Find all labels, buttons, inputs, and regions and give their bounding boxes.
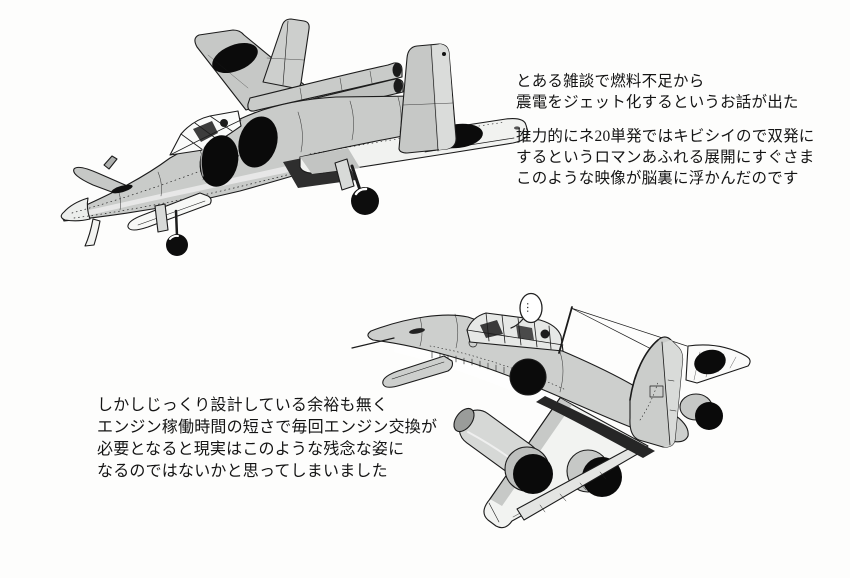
jet-exhaust xyxy=(695,402,723,430)
caption-line: とある雑談で燃料不足から xyxy=(516,73,705,90)
nose-vent xyxy=(111,184,133,194)
caption-line: するというロマンあふれる展開にすぐさま xyxy=(516,149,815,166)
jet-exhaust-upper xyxy=(392,63,402,77)
nose-landing-gear xyxy=(154,203,188,256)
speech-bubble-text: … xyxy=(524,302,537,314)
caption-line: 震電をジェット化するというお話が出た xyxy=(516,94,799,111)
vertical-fin xyxy=(629,336,684,448)
hinomaru-roundel-far-wing xyxy=(212,42,258,74)
antenna-mast xyxy=(558,306,573,354)
wing-root-shadow xyxy=(536,396,655,458)
nose-antenna-blade xyxy=(84,218,101,247)
starboard-engine-pod xyxy=(679,393,723,430)
far-main-wing xyxy=(194,29,309,111)
pilot-headrest xyxy=(540,329,550,339)
cockpit-canopy xyxy=(466,312,564,352)
near-canard-wing xyxy=(382,355,454,388)
pilot-headrest xyxy=(220,119,228,127)
jet-intakes xyxy=(199,116,278,187)
near-canard-wing xyxy=(127,192,212,231)
nose-vent xyxy=(409,328,425,334)
caption-bottom-left: しかしじっくり設計している余裕も無く エンジン稼働時間の短さで毎回エンジン交換が… xyxy=(97,395,437,483)
hinomaru-roundel-far-wing xyxy=(694,349,726,375)
port-engine-pod xyxy=(453,407,553,494)
caption-line: しかしじっくり設計している余裕も無く xyxy=(97,397,389,414)
caption-line: なるのではないかと思ってしまいました xyxy=(97,463,388,480)
jet-exhaust xyxy=(513,454,553,494)
caption-line: 推力的にネ20単発ではキビシイので双発に xyxy=(516,128,815,145)
jet-exhaust-lower xyxy=(393,79,403,93)
bottom-aircraft-illustration: … xyxy=(351,292,751,529)
hinomaru-roundel-fuselage xyxy=(509,358,547,396)
near-tail-fin xyxy=(398,43,457,154)
wingtip-light xyxy=(514,126,520,130)
fin-access-panel xyxy=(649,385,664,398)
main-wheel xyxy=(351,187,379,215)
caption-top-right: とある雑談で燃料不足から 震電をジェット化するというお話が出た 推力的にネ20単… xyxy=(516,71,815,189)
caption-line: 必要となると現実はこのような残念な姿に xyxy=(97,441,405,458)
pod-intake xyxy=(453,407,475,433)
top-aircraft-illustration xyxy=(60,18,529,256)
caption-line: エンジン稼働時間の短さで毎回エンジン交換が xyxy=(97,419,438,436)
speech-bubble: … xyxy=(510,292,543,329)
main-landing-gear xyxy=(334,158,379,215)
far-main-wing xyxy=(685,344,751,384)
caption-line: このような映像が脳裏に浮かんだのです xyxy=(516,170,799,187)
pitot-tube xyxy=(351,337,395,349)
nose-wheel xyxy=(166,234,188,256)
far-tail-fin xyxy=(262,18,310,89)
